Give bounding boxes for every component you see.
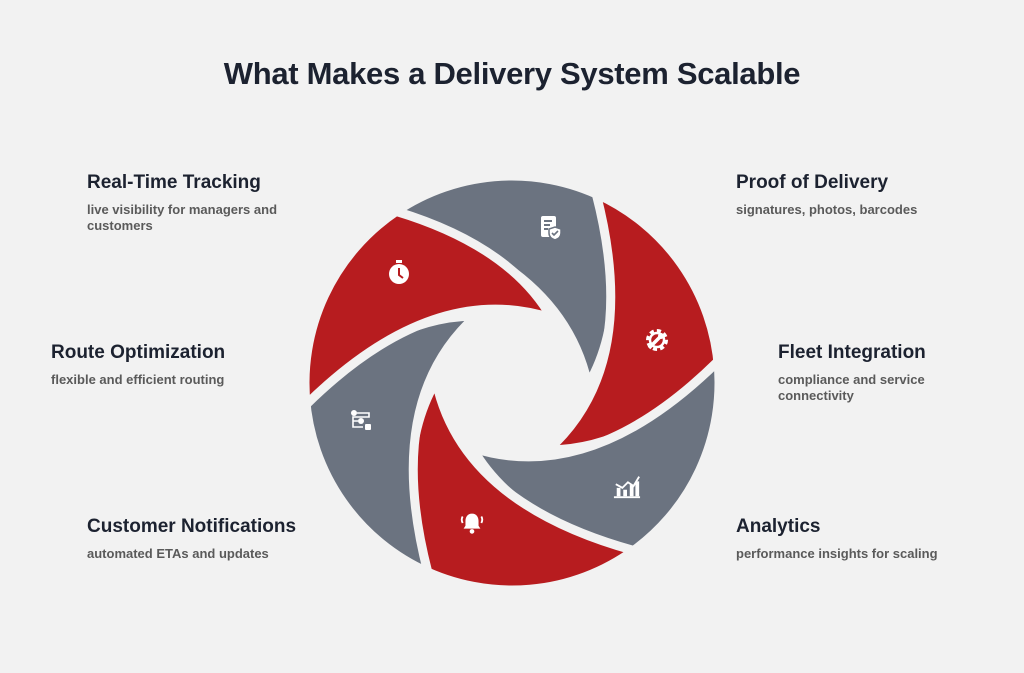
route-flow-icon <box>348 407 376 435</box>
item-analytics: Analytics performance insights for scali… <box>736 516 976 562</box>
chart-icon <box>613 472 641 500</box>
page-title: What Makes a Delivery System Scalable <box>223 56 801 91</box>
item-description: automated ETAs and updates <box>87 546 269 561</box>
item-customer-notifications: Customer Notifications automated ETAs an… <box>87 516 347 562</box>
item-description: signatures, photos, barcodes <box>736 202 918 217</box>
item-heading: Customer Notifications <box>87 516 297 537</box>
item-description: live visibility for managers and custome… <box>87 202 278 233</box>
item-description: compliance and service connectivity <box>778 372 925 403</box>
item-heading: Real-Time Tracking <box>87 172 261 193</box>
document-shield-icon <box>537 214 565 242</box>
item-heading: Proof of Delivery <box>736 172 889 193</box>
item-heading: Analytics <box>736 516 821 537</box>
item-heading: Fleet Integration <box>778 342 926 363</box>
item-description: flexible and efficient routing <box>51 372 225 387</box>
blade-real-time-tracking <box>300 206 557 410</box>
item-description: performance insights for scaling <box>736 546 938 561</box>
gear-wrench-icon <box>643 326 671 354</box>
item-real-time-tracking: Real-Time Tracking live visibility for m… <box>87 172 317 234</box>
item-fleet-integration: Fleet Integration compliance and service… <box>778 342 978 404</box>
stopwatch-icon <box>385 259 413 287</box>
item-route-optimization: Route Optimization flexible and efficien… <box>51 342 291 388</box>
item-heading: Route Optimization <box>51 342 226 363</box>
bell-icon <box>458 509 486 537</box>
item-proof-of-delivery: Proof of Delivery signatures, photos, ba… <box>736 172 966 218</box>
